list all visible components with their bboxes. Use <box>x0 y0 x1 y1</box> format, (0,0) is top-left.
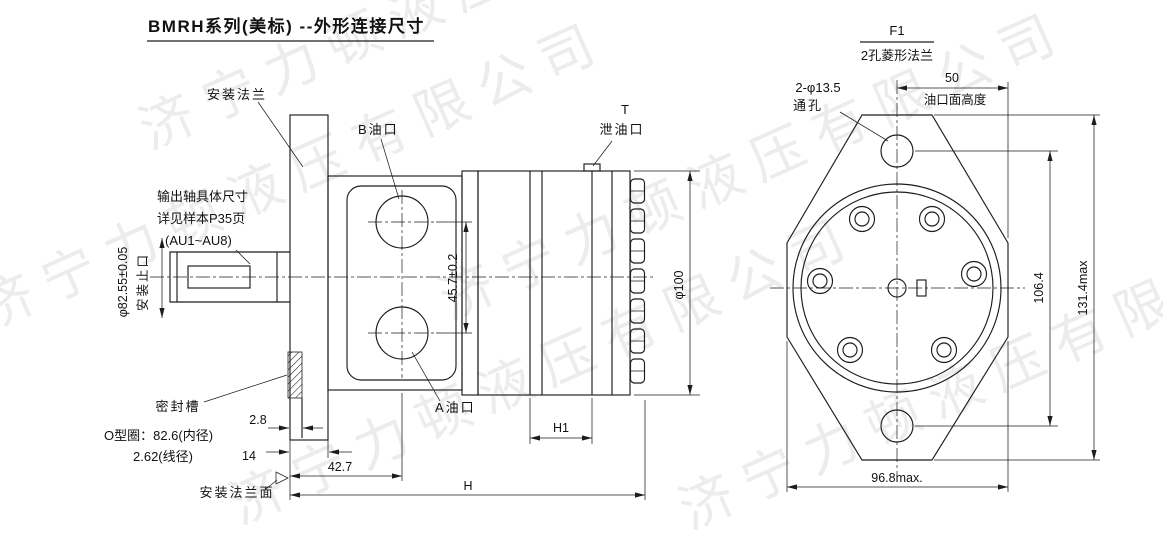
diamond-flange-outline <box>786 114 1009 461</box>
through-hole-callout: 2-φ13.5 通孔 <box>793 80 889 142</box>
flange-type-callout: F1 2孔菱形法兰 <box>860 23 934 63</box>
hole-note-line1: 2-φ13.5 <box>795 80 840 95</box>
dim-overall-width: 96.8max. <box>786 341 1009 492</box>
port-b-label: B油口 <box>358 122 399 137</box>
title-block: BMRH系列(美标) --外形连接尺寸 <box>147 16 434 42</box>
drain-letter-label: T <box>621 102 629 117</box>
dim-body-diameter: φ100 <box>634 170 700 396</box>
dim-overall-height: 131.4max <box>934 114 1100 461</box>
end-cover-bolts <box>629 178 646 384</box>
spigot-name-label: 安装止口 <box>135 253 150 311</box>
dim-port-spacing: 45.7±0.2 <box>436 221 472 334</box>
dim-center-to-face: 50 油口面高度 <box>897 71 1009 238</box>
port-face-height-label: 油口面高度 <box>924 92 987 107</box>
dim-hole-spacing: 106.4 <box>915 150 1058 427</box>
dim-rear-length: H1 <box>529 398 593 444</box>
shaft-note-line2: 详见样本P35页 <box>157 211 245 226</box>
mounting-hole-bottom <box>880 409 914 443</box>
dim-overall-length-text: H <box>463 479 472 493</box>
dim-overall-height-text: 131.4max <box>1076 260 1090 316</box>
dim-spigot-text: φ82.55±0.05 <box>116 247 130 318</box>
dim-flange-thickness-text: 14 <box>242 449 256 463</box>
flange-type-label: 2孔菱形法兰 <box>861 48 933 63</box>
center-detail <box>887 278 927 298</box>
flange-face-marker <box>275 471 289 485</box>
drain-name-label: 泄油口 <box>599 122 644 137</box>
dim-port-offset: 42.7 <box>290 393 403 481</box>
shaft-note-line1: 输出轴具体尺寸 <box>157 189 248 204</box>
keyway-detail <box>916 279 927 297</box>
f1-label: F1 <box>889 23 904 38</box>
dim-center-to-face-text: 50 <box>945 71 959 85</box>
dim-overall-length: H <box>290 400 646 500</box>
page-title: BMRH系列(美标) --外形连接尺寸 <box>148 16 425 36</box>
hole-note-line2: 通孔 <box>793 98 823 113</box>
drain-port-plug <box>583 163 601 172</box>
cover-screws <box>806 205 988 364</box>
mounting-face-label: 安装法兰面 <box>199 485 274 500</box>
dim-groove-depth: 2.8 <box>249 413 323 431</box>
mounting-flange-label: 安装法兰 <box>207 87 267 102</box>
o-ring-line2: 2.62(线径) <box>133 449 193 464</box>
dim-overall-width-text: 96.8max. <box>871 471 922 485</box>
seal-groove-hatch <box>287 351 303 399</box>
output-shaft <box>169 251 290 303</box>
o-ring-line1: O型圈：82.6(内径) <box>104 428 213 443</box>
side-view-labels: 安装法兰 输出轴具体尺寸 详见样本P35页 (AU1~AU8) B油口 T 泄油… <box>104 87 644 500</box>
front-view: F1 2孔菱形法兰 2-φ13.5 通孔 50 油口面高度 106.4 <box>770 23 1100 492</box>
dim-port-spacing-text: 45.7±0.2 <box>446 254 460 303</box>
mounting-hole-top <box>880 134 914 168</box>
dim-rear-length-text: H1 <box>553 421 569 435</box>
seal-groove-label: 密封槽 <box>155 399 200 414</box>
dim-body-diameter-text: φ100 <box>672 270 686 299</box>
dim-flange-thickness: 14 <box>242 440 352 500</box>
dim-hole-spacing-text: 106.4 <box>1032 272 1046 303</box>
port-a-label: A油口 <box>435 400 476 415</box>
dim-groove-depth-text: 2.8 <box>249 413 266 427</box>
shaft-note-line3: (AU1~AU8) <box>165 233 232 248</box>
dim-spigot: φ82.55±0.05 安装止口 <box>116 238 165 318</box>
side-view: 45.7±0.2 φ100 2.8 14 42.7 <box>104 87 700 500</box>
dim-port-offset-text: 42.7 <box>328 460 352 474</box>
